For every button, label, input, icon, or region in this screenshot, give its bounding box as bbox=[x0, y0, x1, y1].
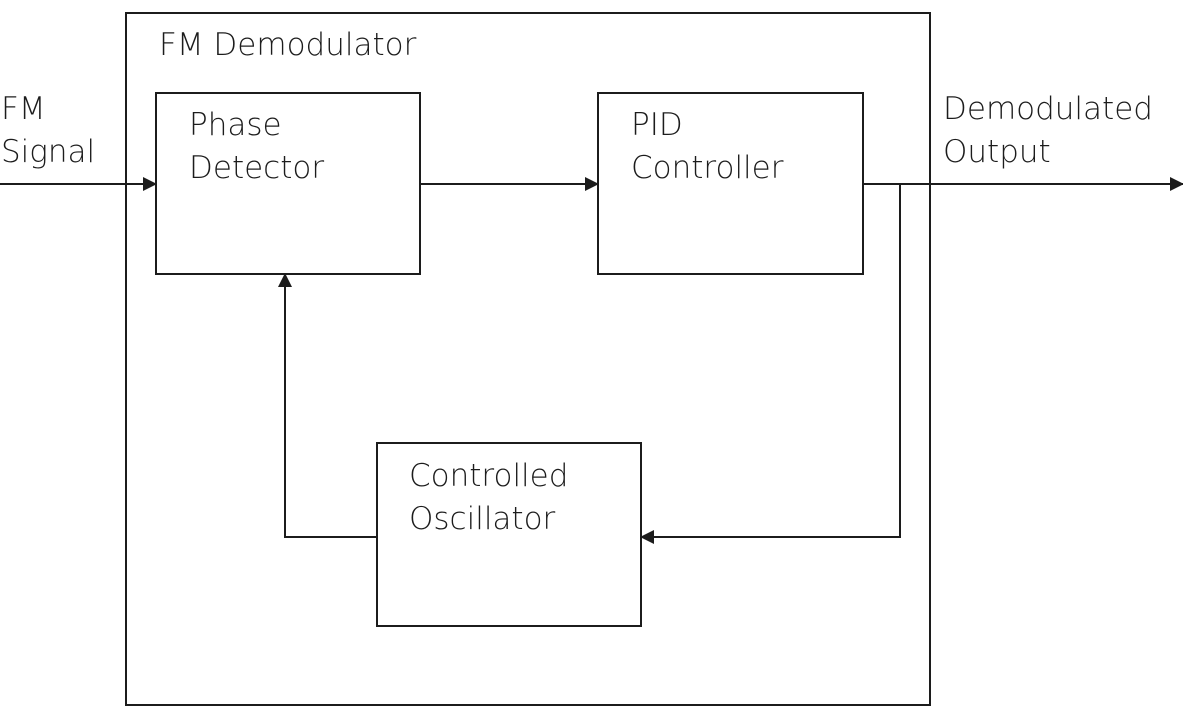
phase-detector-label-line2: Detector bbox=[189, 150, 325, 186]
pid-controller-block bbox=[597, 92, 864, 275]
phase-detector-label-line1: Phase bbox=[189, 107, 282, 143]
input-label-line1: FM bbox=[1, 91, 46, 127]
input-label-line2: Signal bbox=[1, 134, 96, 170]
controlled-oscillator-label-line1: Controlled bbox=[409, 458, 569, 494]
pid-controller-label-line2: Controller bbox=[631, 150, 784, 186]
phase-detector-block bbox=[155, 92, 421, 275]
container-title: FM Demodulator bbox=[159, 27, 417, 63]
pid-controller-label: PID Controller bbox=[631, 104, 784, 190]
output-label: Demodulated Output bbox=[943, 88, 1153, 174]
input-label: FM Signal bbox=[1, 88, 95, 174]
phase-detector-label: Phase Detector bbox=[189, 104, 324, 190]
pid-controller-label-line1: PID bbox=[631, 107, 683, 143]
oscillator-to-detector-arrow bbox=[278, 273, 377, 538]
controller-to-oscillator-arrow bbox=[640, 184, 901, 544]
controlled-oscillator-label: Controlled Oscillator bbox=[409, 455, 568, 541]
output-label-line2: Output bbox=[943, 134, 1051, 170]
controlled-oscillator-label-line2: Oscillator bbox=[409, 501, 556, 537]
fm-demodulator-container bbox=[125, 12, 931, 706]
output-label-line1: Demodulated bbox=[943, 91, 1153, 127]
